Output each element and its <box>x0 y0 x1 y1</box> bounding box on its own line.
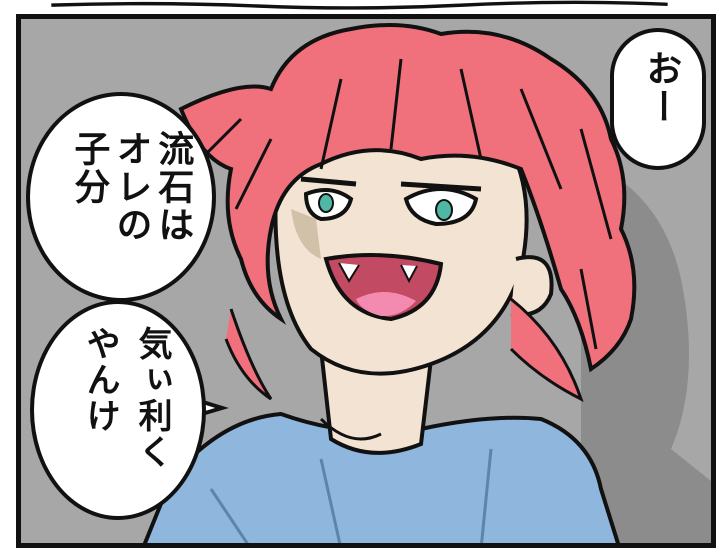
speech-text-line-5: やんけ <box>80 326 121 434</box>
previous-panel-edge <box>51 0 668 10</box>
speech-text-line-4: 気ぃ利く <box>132 326 173 470</box>
neck <box>318 346 434 455</box>
speech-text-oh: おー <box>640 50 682 126</box>
speech-bubble-upper-left: 流石は オレの 子分 <box>26 92 216 302</box>
open-mouth <box>323 253 444 322</box>
right-eye <box>403 187 479 227</box>
character-illustration <box>142 23 711 543</box>
speech-text-line-1: 流石は <box>152 130 194 244</box>
speech-text-line-3: 子分 <box>68 130 110 206</box>
left-eye <box>303 188 354 222</box>
speech-bubble-lower-left: 気ぃ利く やんけ <box>30 300 206 520</box>
speech-bubble-oh: おー <box>610 28 706 170</box>
pink-hair <box>178 23 637 402</box>
speech-text-line-2: オレの <box>110 130 152 244</box>
